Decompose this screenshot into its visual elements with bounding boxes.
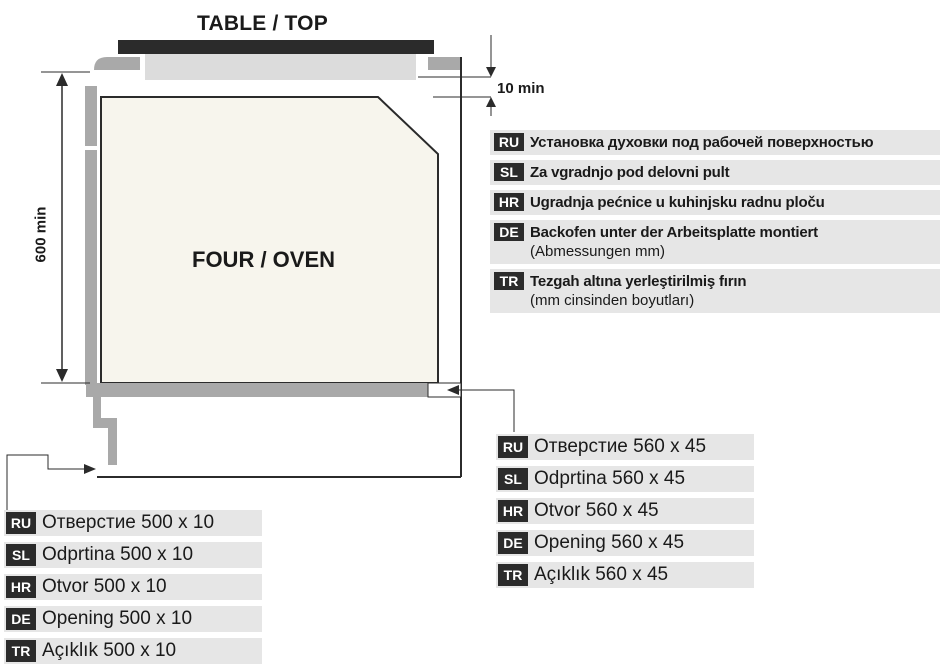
dim-height-label: 600 min <box>32 206 50 263</box>
install-legend-row: DE Backofen unter der Arbeitsplatte mont… <box>490 220 940 264</box>
left-panel-lower <box>85 150 97 385</box>
opening-500-row: SL Odprtina 500 x 10 <box>4 542 262 568</box>
opening-500-row: RU Отверстие 500 x 10 <box>4 510 262 536</box>
right-top-ledge <box>428 57 462 70</box>
install-legend-text: Tezgah altına yerleştirilmiş fırın <box>530 273 747 290</box>
opening-500-legend: RU Отверстие 500 x 10 SL Odprtina 500 x 10… <box>4 510 262 670</box>
plinth-step <box>93 397 117 465</box>
lang-badge: TR <box>498 564 528 586</box>
opening-500-text: Opening 500 x 10 <box>42 608 193 629</box>
install-legend-row: TR Tezgah altına yerleştirilmiş fırın (m… <box>490 269 940 313</box>
opening-560-row: RU Отверстие 560 x 45 <box>496 434 754 460</box>
leader-500-arrow <box>84 464 96 474</box>
bottom-shelf <box>86 383 428 397</box>
oven-chamfer <box>377 96 439 155</box>
dim-height-arrow-top <box>56 73 68 86</box>
lang-badge: SL <box>6 544 36 566</box>
left-top-ledge <box>94 57 140 70</box>
lang-badge: SL <box>494 163 524 181</box>
lang-badge: HR <box>498 500 528 522</box>
install-legend-text: Za vgradnjo pod delovni pult <box>530 164 730 181</box>
leader-500-line <box>6 454 84 510</box>
opening-500-text: Odprtina 500 x 10 <box>42 544 194 565</box>
install-legend-text: Ugradnja pećnice u kuhinjsku radnu ploču <box>530 194 825 211</box>
install-legend-row: RU Установка духовки под рабочей поверхн… <box>490 130 940 155</box>
leader-560-line <box>459 389 515 432</box>
dim-gap-label: 10 min <box>497 80 545 97</box>
opening-500-text: Otvor 500 x 10 <box>42 576 167 597</box>
oven-body <box>100 96 439 384</box>
lang-badge: RU <box>6 512 36 534</box>
opening-560-row: TR Açıklık 560 x 45 <box>496 562 754 588</box>
opening-500-row: HR Otvor 500 x 10 <box>4 574 262 600</box>
opening-500-text: Отверстие 500 x 10 <box>42 512 215 533</box>
dim-gap-arrow-top <box>486 67 496 77</box>
opening-560-row: HR Otvor 560 x 45 <box>496 498 754 524</box>
opening-560-text: Otvor 560 x 45 <box>534 500 659 521</box>
left-panel-upper <box>85 86 97 146</box>
opening-500-text: Açıklık 500 x 10 <box>42 640 177 661</box>
install-legend-subtext: (mm cinsinden boyutları) <box>530 292 695 309</box>
install-legend: RU Установка духовки под рабочей поверхн… <box>490 130 940 318</box>
lang-badge: DE <box>6 608 36 630</box>
install-legend-row: SL Za vgradnjo pod delovni pult <box>490 160 940 185</box>
oven-label: FOUR / OVEN <box>192 247 336 272</box>
lang-badge: RU <box>498 436 528 458</box>
table-top-slab <box>118 40 434 54</box>
lang-badge: DE <box>498 532 528 554</box>
opening-560-row: SL Odprtina 560 x 45 <box>496 466 754 492</box>
install-legend-text: Установка духовки под рабочей поверхност… <box>530 134 874 151</box>
opening-560-text: Отверстие 560 x 45 <box>534 436 707 457</box>
opening-500-row: DE Opening 500 x 10 <box>4 606 262 632</box>
table-top-underside <box>145 54 416 80</box>
dim-gap-arrow-bottom <box>486 97 496 107</box>
install-legend-subtext: (Abmessungen mm) <box>530 243 666 260</box>
leader-560-arrow <box>447 385 459 395</box>
lang-badge: HR <box>494 193 524 211</box>
opening-560-row: DE Opening 560 x 45 <box>496 530 754 556</box>
opening-560-text: Açıklık 560 x 45 <box>534 564 669 585</box>
lang-badge: HR <box>6 576 36 598</box>
dim-height-arrow-bottom <box>56 369 68 382</box>
opening-500-row: TR Açıklık 500 x 10 <box>4 638 262 664</box>
lang-badge: RU <box>494 133 524 151</box>
lang-badge: TR <box>6 640 36 662</box>
install-legend-text: Backofen unter der Arbeitsplatte montier… <box>530 224 818 241</box>
lang-badge: DE <box>494 223 524 241</box>
lang-badge: TR <box>494 272 524 290</box>
opening-560-text: Odprtina 560 x 45 <box>534 468 686 489</box>
lang-badge: SL <box>498 468 528 490</box>
table-top-label: TABLE / TOP <box>197 12 328 35</box>
opening-560-text: Opening 560 x 45 <box>534 532 685 553</box>
install-legend-row: HR Ugradnja pećnice u kuhinjsku radnu pl… <box>490 190 940 215</box>
opening-560-legend: RU Отверстие 560 x 45 SL Odprtina 560 x 45… <box>496 434 754 594</box>
